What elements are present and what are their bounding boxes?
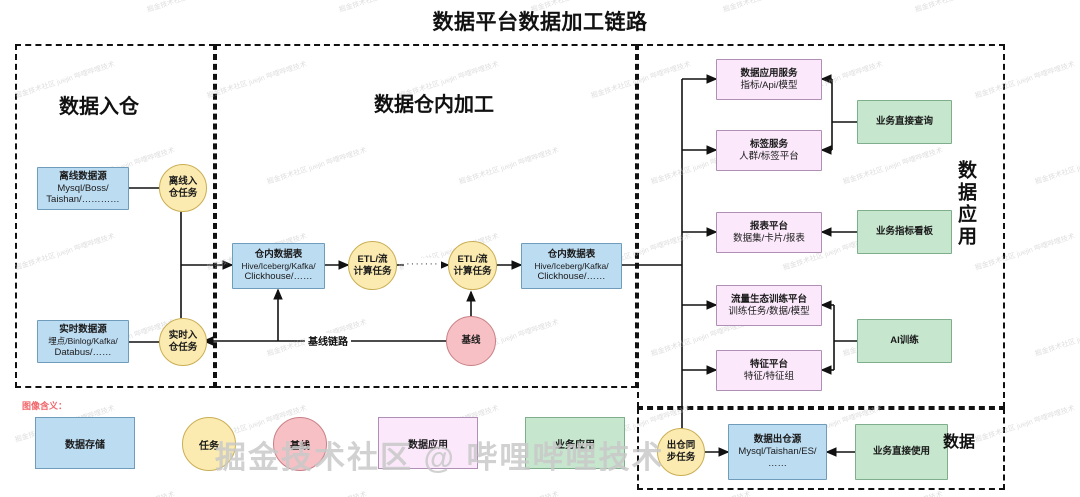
node-feature-platform[interactable]: 特征平台 特征/特征组	[716, 350, 822, 391]
node-etl-task-left[interactable]: ETL/流 计算任务	[348, 241, 397, 290]
node-traffic-training-platform[interactable]: 流量生态训练平台 训练任务/数据/模型	[716, 285, 822, 326]
wh-table-right-line3: Clickhouse/……	[537, 271, 606, 283]
export-source-line2: Mysql/Taishan/ES/	[738, 446, 817, 458]
node-data-app-service[interactable]: 数据应用服务 指标/Api/模型	[716, 59, 822, 100]
export-task-line1: 出仓同	[666, 440, 696, 452]
node-biz-ai-training[interactable]: AI训练	[857, 319, 952, 363]
node-biz-query[interactable]: 业务直接查询	[857, 100, 952, 144]
node-warehouse-table-left[interactable]: 仓内数据表 Hive/Iceberg/Kafka/ Clickhouse/……	[232, 243, 325, 289]
legend-label-data-app: 数据应用	[408, 439, 448, 451]
wh-table-right-line2: Hive/Iceberg/Kafka/	[534, 260, 609, 271]
legend-item-biz-app: 业务应用	[525, 417, 625, 469]
biz-direct-use-label: 业务直接使用	[872, 446, 930, 458]
node-realtime-source[interactable]: 实时数据源 埋点/Binlog/Kafka/ Databus/……	[37, 320, 129, 363]
legend-caption: 图像含义：	[22, 401, 68, 411]
legend-item-data-app: 数据应用	[378, 417, 478, 469]
app-service-line2: 指标/Api/模型	[740, 79, 798, 91]
tag-service-line2: 人群/标签平台	[739, 150, 799, 162]
legend-item-storage: 数据存储	[35, 417, 135, 469]
etl-right-line1: ETL/流	[457, 253, 488, 265]
watermark-small: 掘金技术社区 juejin 哔哩哔哩技术	[458, 490, 560, 497]
node-export-sync-task[interactable]: 出仓同 步任务	[657, 428, 705, 476]
offline-source-line2: Mysql/Boss/	[57, 182, 109, 194]
node-biz-direct-use[interactable]: 业务直接使用	[855, 424, 948, 480]
realtime-task-line2: 仓任务	[168, 342, 198, 353]
realtime-source-line2: 埋点/Binlog/Kafka/	[48, 336, 118, 347]
export-task-line2: 步任务	[666, 452, 696, 463]
export-source-line1: 数据出仓源	[753, 434, 802, 446]
watermark-text: 掘金技术社区 @ 哔哩哔哩技术	[215, 440, 665, 475]
realtime-task-line1: 实时入	[168, 330, 198, 342]
region-application	[637, 44, 1005, 408]
edge-label-baseline-link: 基线链路	[305, 333, 351, 348]
wh-table-right-line1: 仓内数据表	[547, 248, 596, 260]
wh-table-left-line1: 仓内数据表	[254, 248, 303, 260]
feature-platform-line1: 特征平台	[749, 358, 788, 370]
region-export	[637, 408, 1005, 490]
node-report-platform[interactable]: 报表平台 数据集/卡片/报表	[716, 212, 822, 253]
watermark-small: 掘金技术社区 juejin 哔哩哔哩技术	[74, 490, 176, 497]
region-warehouse	[215, 44, 637, 388]
watermark-small: 掘金技术社区 juejin 哔哩哔哩技术	[650, 490, 752, 497]
legend-label-baseline: 基线	[290, 440, 310, 452]
region-title-warehouse: 数据仓内加工	[374, 94, 494, 116]
etl-right-line2: 计算任务	[453, 265, 492, 277]
watermark-small: 掘金技术社区 juejin 哔哩哔哩技术	[1034, 319, 1080, 358]
etl-ellipsis: ·······	[404, 258, 441, 270]
tag-service-line1: 标签服务	[749, 138, 788, 150]
traffic-platform-line2: 训练任务/数据/模型	[728, 305, 810, 317]
baseline-label: 基线	[461, 335, 481, 347]
realtime-source-line3: Databus/……	[54, 346, 112, 358]
legend-item-baseline: 基线	[273, 417, 327, 471]
report-platform-line2: 数据集/卡片/报表	[733, 232, 805, 244]
node-warehouse-table-right[interactable]: 仓内数据表 Hive/Iceberg/Kafka/ Clickhouse/……	[521, 243, 622, 289]
node-baseline[interactable]: 基线	[446, 316, 496, 366]
feature-platform-line2: 特征/特征组	[743, 370, 795, 382]
etl-left-line1: ETL/流	[357, 253, 388, 265]
biz-ai-label: AI训练	[890, 335, 919, 347]
report-platform-line1: 报表平台	[749, 220, 788, 232]
watermark-small: 掘金技术社区 juejin 哔哩哔哩技术	[1034, 490, 1080, 497]
wh-table-left-line3: Clickhouse/……	[244, 271, 313, 283]
legend-item-task: 任务	[182, 417, 236, 471]
biz-dashboard-label: 业务指标看板	[875, 226, 933, 238]
etl-left-line2: 计算任务	[353, 265, 392, 277]
node-realtime-ingest-task[interactable]: 实时入 仓任务	[159, 318, 207, 366]
biz-query-label: 业务直接查询	[875, 116, 933, 128]
node-offline-ingest-task[interactable]: 离线入 仓任务	[159, 164, 207, 212]
legend-label-task: 任务	[199, 440, 219, 452]
region-title-ingest: 数据入仓	[59, 96, 139, 118]
node-offline-source[interactable]: 离线数据源 Mysql/Boss/ Taishan/…………	[37, 167, 129, 210]
legend-label-biz-app: 业务应用	[555, 439, 595, 451]
node-etl-task-right[interactable]: ETL/流 计算任务	[448, 241, 497, 290]
watermark-small: 掘金技术社区 juejin 哔哩哔哩技术	[266, 490, 368, 497]
region-ingest	[15, 44, 215, 388]
offline-task-line2: 仓任务	[168, 188, 198, 199]
node-biz-dashboard[interactable]: 业务指标看板	[857, 210, 952, 254]
watermark-small: 掘金技术社区 juejin 哔哩哔哩技术	[842, 490, 944, 497]
node-tag-service[interactable]: 标签服务 人群/标签平台	[716, 130, 822, 171]
wh-table-left-line2: Hive/Iceberg/Kafka/	[241, 260, 316, 271]
offline-source-line3: Taishan/…………	[46, 194, 120, 206]
region-title-export: 数据	[943, 434, 976, 451]
export-source-line3: ……	[768, 457, 787, 469]
realtime-source-line1: 实时数据源	[59, 324, 107, 336]
traffic-platform-line1: 流量生态训练平台	[730, 293, 807, 305]
diagram-title: 数据平台数据加工链路	[432, 11, 648, 34]
watermark-small: 掘金技术社区 juejin 哔哩哔哩技术	[1034, 147, 1080, 186]
node-export-source[interactable]: 数据出仓源 Mysql/Taishan/ES/ ……	[728, 424, 827, 480]
app-service-line1: 数据应用服务	[740, 67, 798, 79]
region-title-application: 数据应用	[955, 160, 976, 248]
offline-task-line1: 离线入	[168, 176, 198, 188]
offline-source-line1: 离线数据源	[59, 170, 107, 182]
legend-label-storage: 数据存储	[65, 439, 105, 451]
